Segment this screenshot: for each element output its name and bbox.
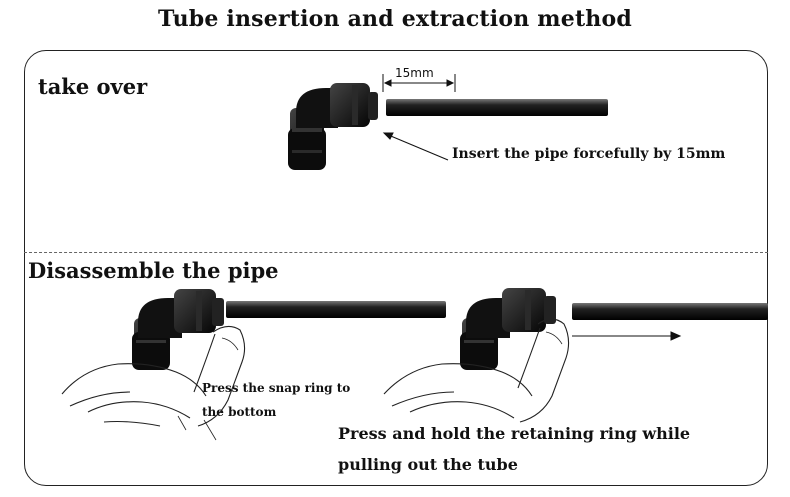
section-divider xyxy=(24,252,768,253)
tube-top xyxy=(386,99,608,116)
insert-arrow xyxy=(382,132,449,161)
elbow-fitting-left xyxy=(132,289,224,370)
section-heading-take-over: take over xyxy=(38,74,148,99)
elbow-fitting-right xyxy=(460,288,556,370)
page-title: Tube insertion and extraction method xyxy=(158,6,632,32)
elbow-fitting-top xyxy=(288,83,378,170)
hand-right xyxy=(383,318,570,423)
tube-bottom-left xyxy=(226,301,446,318)
section-heading-disassemble: Disassemble the pipe xyxy=(28,258,279,283)
diagram-frame xyxy=(24,50,768,486)
hand-left xyxy=(61,325,246,441)
dimension-line xyxy=(382,74,456,92)
dimension-label: 15mm xyxy=(395,66,434,80)
insert-note: Insert the pipe forcefully by 15mm xyxy=(452,146,726,162)
hold-note-line2: pulling out the tube xyxy=(338,455,518,474)
tube-bottom-right xyxy=(572,303,768,320)
press-note-line1: Press the snap ring to xyxy=(202,381,351,395)
pull-arrow xyxy=(572,331,682,341)
press-note-line2: the bottom xyxy=(202,405,277,419)
hold-note-line1: Press and hold the retaining ring while xyxy=(338,424,691,443)
